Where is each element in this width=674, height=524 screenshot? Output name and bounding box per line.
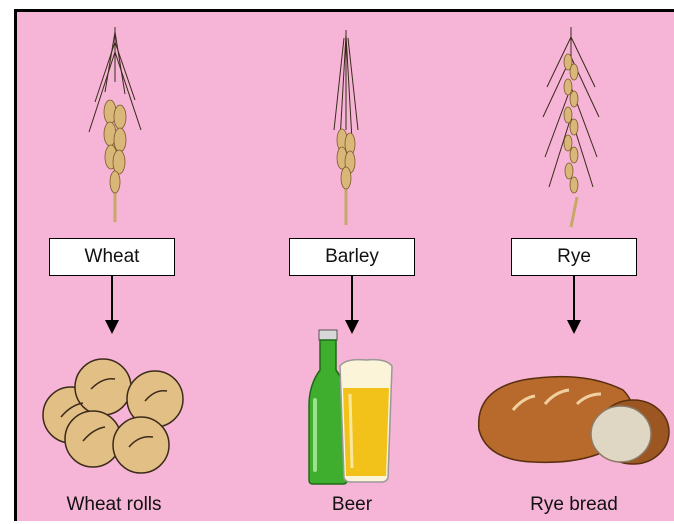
rye-stalk-icon	[531, 27, 611, 232]
product-label-rye-bread: Rye bread	[479, 494, 669, 516]
product-label-beer: Beer	[257, 494, 447, 516]
wheat-stalk-icon	[75, 22, 155, 232]
rye-bread-icon	[473, 370, 673, 470]
column-barley: Barley Beer	[251, 12, 441, 524]
arrow-down-icon	[102, 276, 122, 336]
beer-glass-icon	[336, 358, 396, 483]
arrow-down-icon	[564, 276, 584, 336]
barley-stalk-icon	[306, 30, 386, 230]
column-wheat: Wheat Wheat rolls	[19, 12, 209, 524]
grain-box-rye: Rye	[511, 238, 637, 276]
wheat-rolls-icon	[33, 357, 193, 477]
column-rye: Rye Rye bread	[477, 12, 667, 524]
arrow-down-icon	[342, 276, 362, 336]
product-label-wheat-rolls: Wheat rolls	[19, 494, 209, 516]
grain-box-wheat: Wheat	[49, 238, 175, 276]
grain-box-barley: Barley	[289, 238, 415, 276]
diagram-frame: Wheat Wheat rolls	[14, 9, 674, 521]
